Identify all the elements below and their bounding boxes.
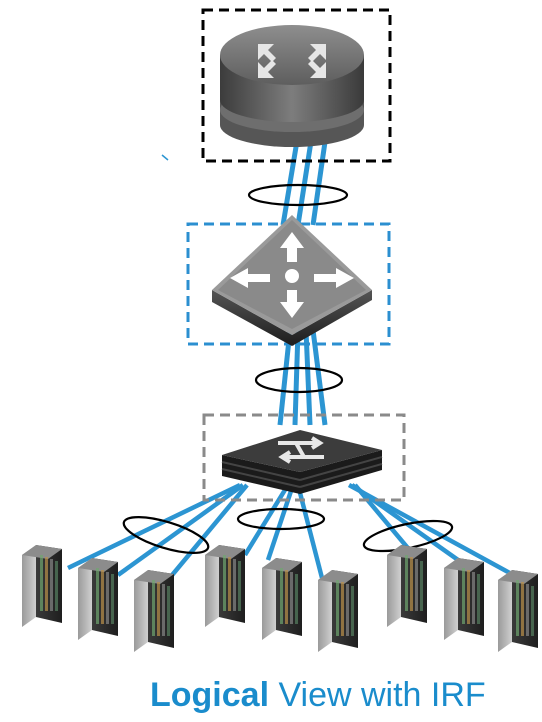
stacked-switch-icon	[202, 413, 406, 502]
diagram-caption: Logical View with IRF	[150, 676, 542, 715]
aggregation-uplinks	[277, 329, 328, 426]
caption-bold-word: Logical	[150, 676, 270, 714]
core-uplinks	[280, 134, 329, 226]
switch-icon	[186, 215, 391, 346]
caption-rest: View with IRF	[269, 676, 486, 714]
link-aggregation-ellipses	[122, 183, 454, 554]
router-icon	[161, 8, 392, 163]
server-rack-icon	[22, 545, 538, 652]
